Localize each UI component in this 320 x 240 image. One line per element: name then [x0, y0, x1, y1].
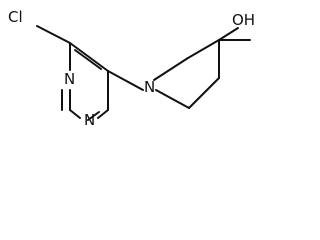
ring-double-bond-top-right-inner [74, 49, 102, 70]
piperidine-bond-upper-left-to-top [187, 39, 220, 59]
pyrimidine-nitrogen-label-2: N [64, 70, 75, 88]
pyrimidine-nitrogen-label-1: N [84, 111, 95, 129]
aryl-n-bond [107, 70, 144, 91]
c-oh-bond [218, 27, 239, 41]
piperidine-bond-lower-right-to-n [155, 89, 190, 109]
hydroxyl-label: OH [232, 11, 255, 29]
chlorine-label: Cl [8, 8, 23, 26]
c-cl-bond [36, 25, 71, 44]
ring-double-bond-lower-inner [87, 111, 100, 121]
chemical-structure-canvas: Cl N N N OH [8, 8, 255, 129]
piperidine-bond-n-to-upper-left [153, 57, 189, 81]
bond-layer [36, 25, 251, 121]
piperidine-nitrogen-label: N [144, 78, 155, 96]
atom-label-layer: Cl N N N OH [8, 8, 255, 129]
ring-bond-top-right [69, 42, 109, 72]
ring-bond-lower-right-to-n [97, 109, 109, 119]
molecule-diagram: Cl N N N OH [8, 8, 255, 129]
ring-bond-lower-left-to-n [69, 109, 81, 119]
piperidine-bond-right-to-lower-right [188, 77, 220, 109]
